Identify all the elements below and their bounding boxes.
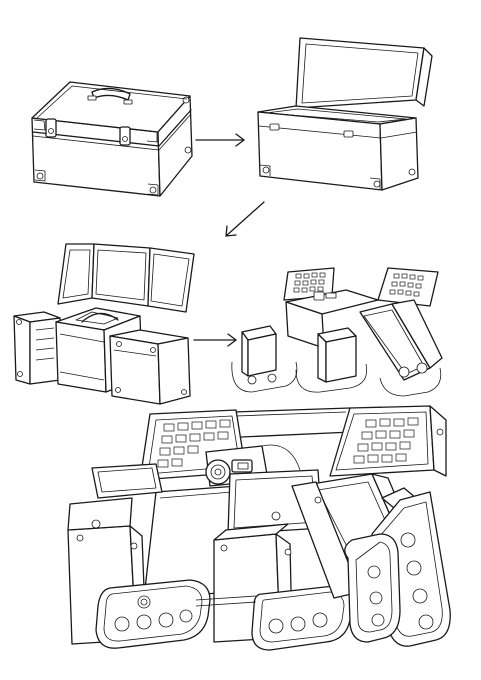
grid-large-left	[157, 419, 231, 468]
lid-open-case	[257, 37, 433, 191]
robot-detail	[67, 405, 451, 651]
middle-track	[251, 585, 353, 651]
arrow-down-left	[225, 201, 265, 237]
deployed-robot	[231, 267, 443, 397]
panels-unfolded-case	[13, 243, 195, 405]
closed-case	[31, 81, 193, 197]
left-track	[95, 579, 211, 649]
grid-large-right	[353, 417, 419, 464]
grid-small-left	[293, 272, 326, 293]
grid-small-right	[389, 273, 424, 297]
right-track	[344, 491, 451, 647]
arrow-right-2	[193, 333, 237, 347]
arrow-right-1	[195, 133, 245, 147]
